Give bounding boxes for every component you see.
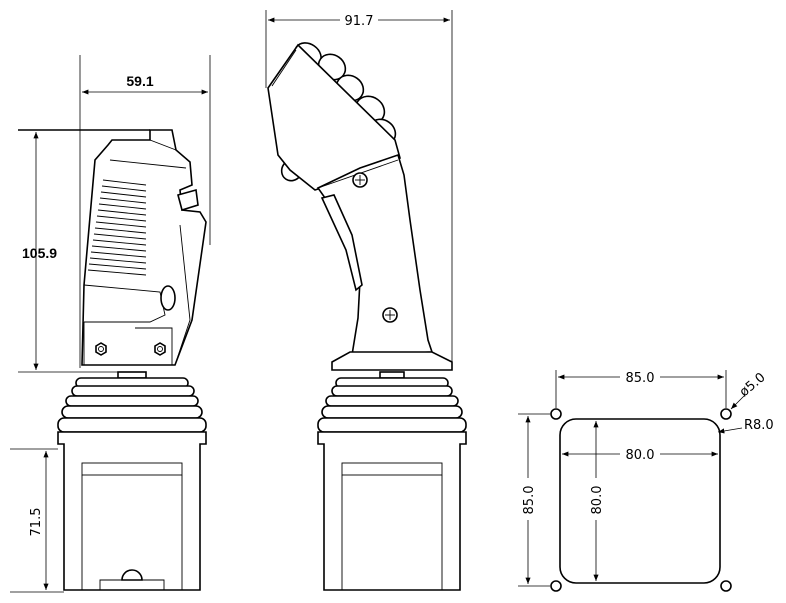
dim-label-base-height: 71.5 [29,508,44,537]
dim-side-width: 59.1 [79,55,211,368]
side-handle [81,129,207,366]
dim-label-front-width: 91.7 [345,14,374,29]
dim-base-height: 71.5 [10,448,64,593]
side-boot [57,371,207,433]
mounting-template: 85.0 85.0 80.0 80.0 ø5.0 R8.0 [518,370,774,592]
hex-nut-left [95,342,107,356]
front-view: 91.7 [265,10,467,591]
screw-upper [352,172,368,188]
hex-nut-right [154,342,166,356]
front-boot [317,371,467,433]
panel-cutout [559,418,721,584]
dim-front-width: 91.7 [265,10,453,365]
screw-lower [382,307,398,323]
dim-label-hole-diameter: ø5.0 [737,370,769,400]
dim-label-hole-spacing-vertical: 85.0 [522,486,537,515]
mount-hole-bottom-right [720,580,732,592]
front-base [317,431,467,591]
dim-label-cutout-height: 80.0 [590,486,605,515]
dim-side-height: 105.9 [18,129,150,373]
dim-label-cutout-width: 80.0 [626,448,655,463]
dim-label-hole-spacing: 85.0 [626,371,655,386]
grip-ribs [87,179,147,276]
front-handle [267,42,453,371]
dim-label-corner-radius: R8.0 [744,418,774,433]
side-view: 59.1 105.9 71.5 [10,55,211,593]
dim-label-side-height: 105.9 [22,245,57,261]
side-base [57,431,207,591]
mount-hole-top-left [550,408,562,420]
mount-hole-bottom-left [550,580,562,592]
mount-hole-top-right [720,408,732,420]
dim-label-side-width: 59.1 [126,73,153,89]
